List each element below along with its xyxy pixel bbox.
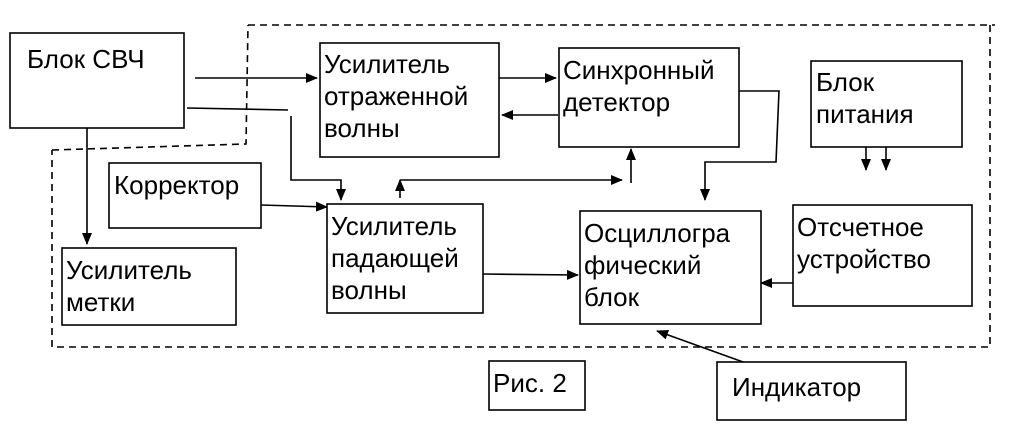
block-mark-amp-line1: Усилитель (66, 255, 192, 285)
block-sync-detector: Синхронный детектор (558, 47, 740, 148)
block-incident-amp-line1: Усилитель (331, 211, 457, 241)
block-corrector-label: Корректор (114, 170, 239, 200)
figure-caption-text: Рис. 2 (493, 368, 567, 398)
svch-to-incident-amp (186, 107, 341, 200)
indicator-to-oscillo (656, 330, 758, 368)
block-svch-label: Блок СВЧ (27, 44, 145, 74)
block-mark-amp-line2: метки (66, 287, 135, 317)
block-svch: Блок СВЧ (9, 32, 185, 129)
block-incident-amp-line2: падающей (331, 243, 459, 273)
block-readout-line1: Отсчетное (797, 212, 924, 242)
detector-output (700, 90, 780, 201)
block-power-line2: питания (816, 99, 914, 129)
block-oscillo-line2: фический (584, 250, 701, 280)
block-indicator: Индикатор (716, 361, 907, 421)
block-corrector: Корректор (108, 162, 262, 229)
block-oscillo: Осциллогра фический блок (579, 210, 762, 325)
block-oscillo-line3: блок (584, 282, 640, 312)
block-readout-line2: устройство (797, 244, 931, 274)
block-oscillo-line1: Осциллогра (584, 218, 731, 248)
incident-to-oscillo (482, 269, 579, 280)
block-reflected-amp: Усилитель отраженной волны (319, 42, 500, 158)
block-mark-amp: Усилитель метки (61, 247, 237, 326)
corrector-to-incident-amp (260, 201, 328, 212)
connections (82, 73, 891, 368)
dashed-boundary (51, 24, 995, 348)
block-readout: Отсчетное устройство (792, 204, 973, 307)
block-incident-amp-line3: волны (331, 275, 407, 305)
block-power: Блок питания (810, 60, 963, 148)
block-reflected-amp-line3: волны (324, 113, 400, 143)
block-indicator-label: Индикатор (732, 372, 861, 402)
block-sync-detector-line2: детектор (563, 87, 670, 117)
block-sync-detector-line1: Синхронный (563, 55, 715, 85)
block-power-line1: Блок (816, 67, 875, 97)
block-incident-amp: Усилитель падающей волны (326, 203, 484, 314)
block-reflected-amp-line1: Усилитель (324, 49, 450, 79)
block-reflected-amp-line2: отраженной (324, 81, 468, 111)
figure-caption: Рис. 2 (488, 360, 586, 411)
